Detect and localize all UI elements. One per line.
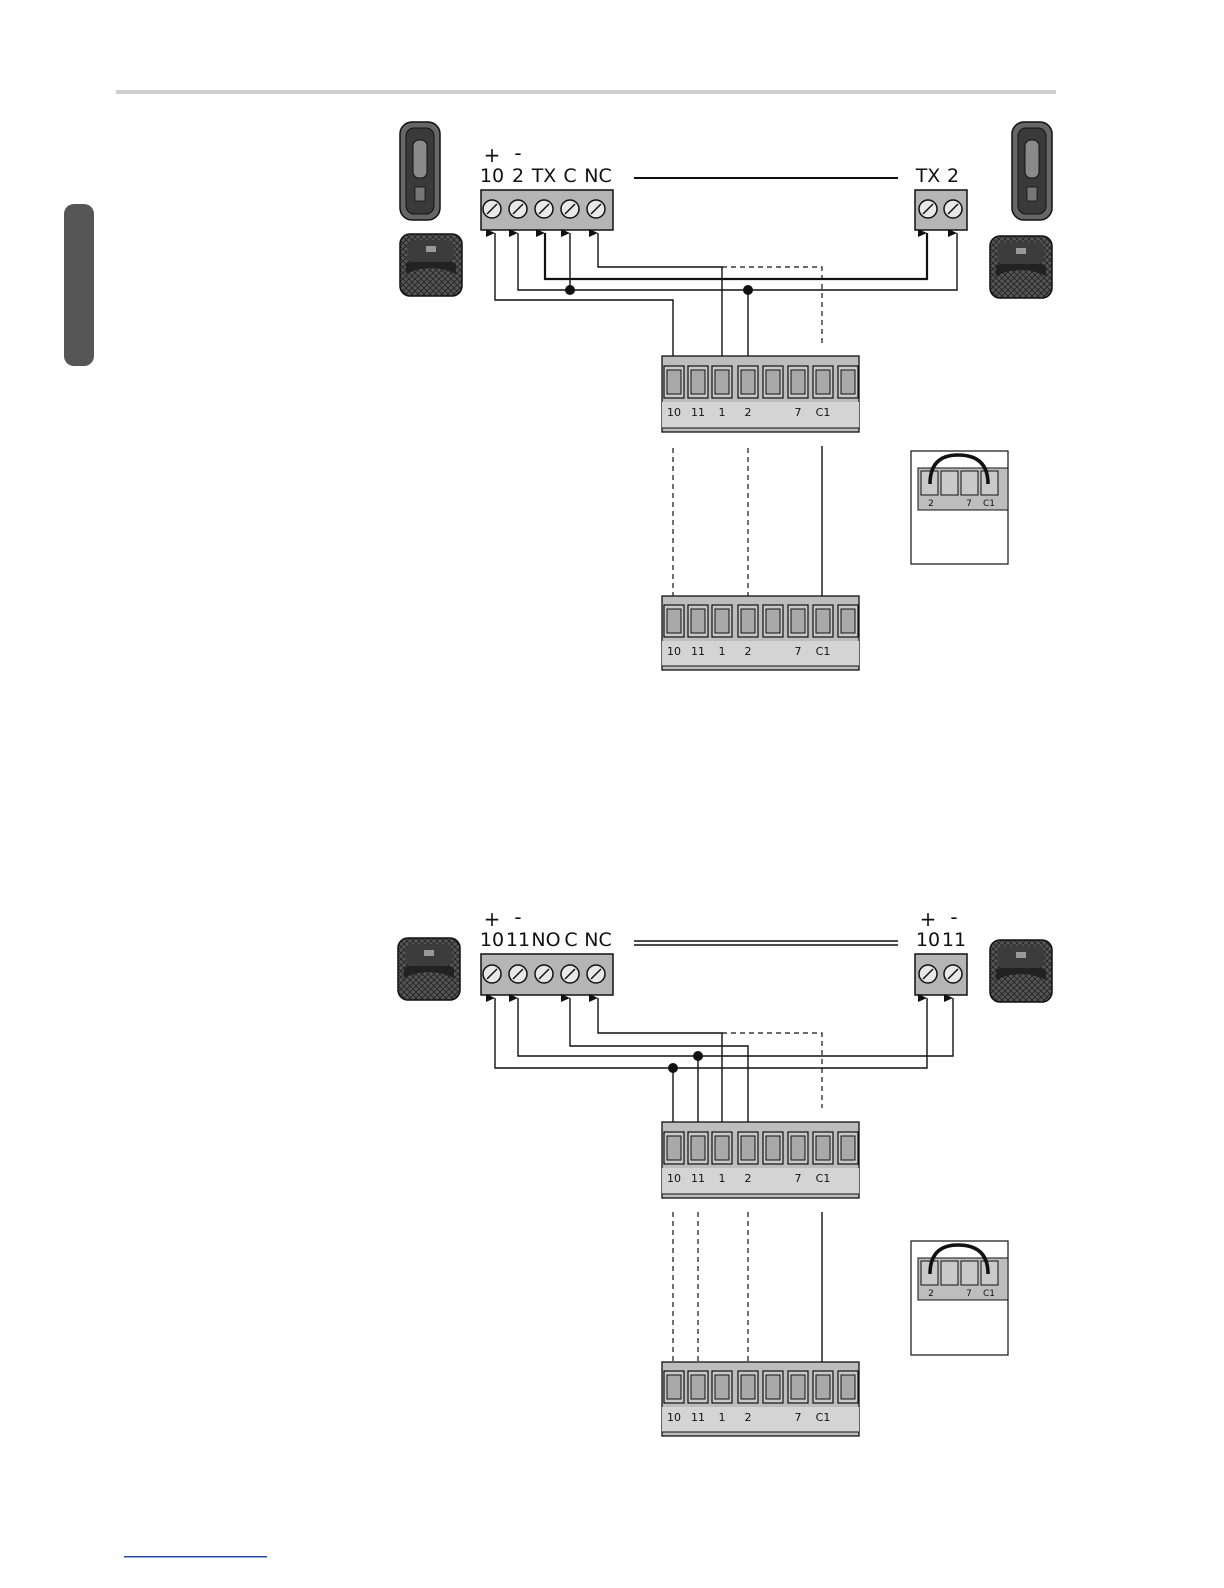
photocell-device-icon	[990, 940, 1052, 1002]
board-terminal-label: 11	[691, 1172, 705, 1185]
diagram-1: + - 10 2 TX C NC TX 2 10 11 1	[400, 122, 1052, 670]
minus-sign: -	[950, 905, 957, 929]
board-terminal-label: C1	[816, 645, 831, 658]
board-terminal-label: 10	[667, 1411, 681, 1424]
rx-terminal-label: TX	[915, 165, 941, 187]
board-terminal-label: C1	[816, 1172, 831, 1185]
photocell-receiver-icon	[1012, 122, 1052, 220]
minus-sign: -	[514, 141, 521, 165]
tx-terminal-label: TX	[531, 165, 557, 187]
jumper-inset: 2 7 C1	[911, 451, 1008, 564]
photocell-device-icon	[398, 938, 460, 1000]
inset-terminal-label: C1	[983, 1289, 995, 1299]
board-terminal-label: 10	[667, 645, 681, 658]
board-terminal-label: 7	[795, 406, 802, 419]
top-rule	[116, 90, 1056, 94]
board-terminal-label: 11	[691, 406, 705, 419]
board-terminal-label: 7	[795, 645, 802, 658]
board-terminal-label: 10	[667, 406, 681, 419]
tx-terminal-label: C	[563, 165, 576, 187]
board-terminal-label: 2	[745, 1172, 752, 1185]
control-board-terminals: 10 11 1 2 7 C1	[662, 356, 859, 432]
tx-terminal-label: 11	[506, 929, 530, 951]
inset-terminal-label: C1	[983, 499, 995, 509]
board-terminal-label: 2	[745, 1411, 752, 1424]
board-terminal-label: 7	[795, 1411, 802, 1424]
tx-terminal-label: NC	[584, 929, 611, 951]
tx-terminal-label: 10	[480, 165, 504, 187]
board-terminal-label: 1	[719, 1411, 726, 1424]
minus-sign: -	[514, 905, 521, 929]
plus-sign: +	[484, 907, 501, 931]
photocell-transmitter-icon	[400, 122, 440, 220]
inset-terminal-label: 2	[928, 499, 934, 509]
inset-terminal-label: 7	[966, 499, 972, 509]
board-terminal-label: 1	[719, 406, 726, 419]
inset-terminal-label: 2	[928, 1289, 934, 1299]
board-terminal-label: 2	[745, 406, 752, 419]
board-terminal-label: 11	[691, 645, 705, 658]
board-terminal-label: C1	[816, 1411, 831, 1424]
board-terminal-label: 1	[719, 1172, 726, 1185]
photocell-device-icon	[990, 236, 1052, 298]
photocell-device-icon	[400, 234, 462, 296]
rx-terminal-label: 2	[947, 165, 959, 187]
tx-terminal-label: NC	[584, 165, 611, 187]
plus-sign: +	[484, 143, 501, 167]
inset-terminal-label: 7	[966, 1289, 972, 1299]
jumper-inset: 2 7 C1	[911, 1241, 1008, 1355]
rx-terminal-label: 11	[942, 929, 966, 951]
tx-terminal-label: C	[564, 929, 577, 951]
tx-terminal-label: NO	[531, 929, 560, 951]
board-terminal-label: C1	[816, 406, 831, 419]
diagram-2: + - 10 11 NO C NC + - 10 11 10	[398, 905, 1052, 1436]
board-terminal-label: 10	[667, 1172, 681, 1185]
footer-rule	[124, 1556, 267, 1558]
tx-terminal-label: 10	[480, 929, 504, 951]
control-board-terminals: 10 11 1 2 7 C1	[662, 1122, 859, 1198]
board-terminal-label: 2	[745, 645, 752, 658]
rx-terminal-label: 10	[916, 929, 940, 951]
board-terminal-label: 7	[795, 1172, 802, 1185]
board-terminal-label: 1	[719, 645, 726, 658]
board-terminal-label: 11	[691, 1411, 705, 1424]
tx-terminal-label: 2	[512, 165, 524, 187]
control-board-terminals: 10 11 1 2 7 C1	[662, 1362, 859, 1436]
side-tab	[64, 204, 94, 366]
plus-sign: +	[920, 907, 937, 931]
control-board-terminals: 10 11 1 2 7 C1	[662, 596, 859, 670]
